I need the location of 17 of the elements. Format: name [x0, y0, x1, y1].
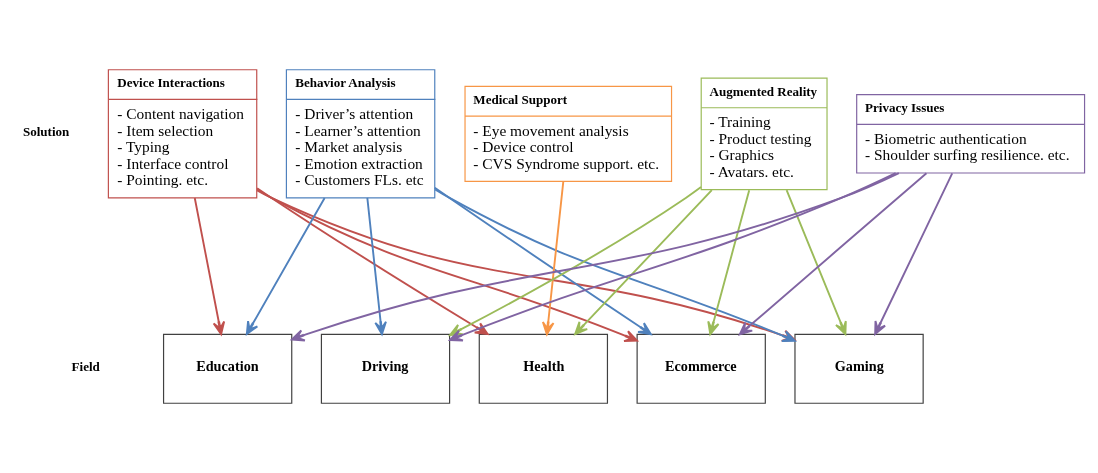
arrow: [874, 172, 954, 336]
arrow: [785, 189, 847, 336]
arrow: [541, 180, 565, 336]
node-box: Gaming: [794, 333, 924, 404]
node-box: Health: [478, 333, 609, 404]
arrow: [256, 188, 638, 343]
label: Solution: [22, 123, 70, 139]
arrow: [707, 189, 751, 336]
arrow: [245, 197, 326, 336]
label: Field: [71, 358, 100, 374]
arrow: [193, 197, 226, 336]
node-box: Ecommerce: [636, 333, 766, 404]
node-box: Education: [162, 333, 293, 404]
node-box: Driving: [320, 333, 451, 404]
arrow: [738, 172, 928, 336]
arrow: [366, 197, 387, 336]
arrow: [574, 189, 713, 336]
